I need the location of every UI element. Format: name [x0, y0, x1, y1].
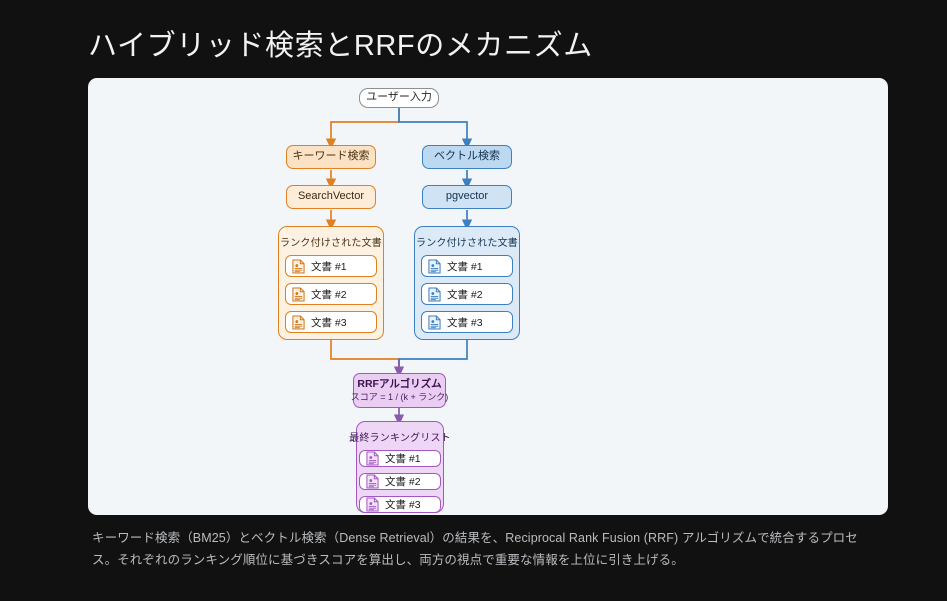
- document-icon: [428, 258, 441, 274]
- list-item[interactable]: 文書 #3: [421, 311, 513, 333]
- list-item-label: 文書 #1: [385, 453, 421, 465]
- list-item[interactable]: 文書 #3: [359, 496, 441, 513]
- list-item[interactable]: 文書 #2: [359, 473, 441, 490]
- document-icon: [366, 451, 379, 466]
- document-icon: [292, 314, 305, 330]
- node-pgvector-label: pgvector: [445, 190, 489, 203]
- node-vector-search-label: ベクトル検索: [434, 150, 500, 163]
- node-vector-search[interactable]: ベクトル検索: [422, 145, 512, 169]
- list-item-label: 文書 #2: [385, 476, 421, 488]
- list-item-label: 文書 #3: [447, 316, 483, 329]
- list-item[interactable]: 文書 #1: [421, 255, 513, 277]
- list-item-label: 文書 #1: [311, 260, 347, 273]
- document-icon: [366, 474, 379, 489]
- diagram-card: ユーザー入力 キーワード検索 SearchVector ランク付けされた文書 文…: [88, 78, 888, 515]
- group-vector-results: ランク付けされた文書 文書 #1 文書 #2: [414, 226, 520, 340]
- document-icon: [292, 258, 305, 274]
- group-keyword-results-title: ランク付けされた文書: [280, 238, 382, 249]
- node-keyword-search[interactable]: キーワード検索: [286, 145, 376, 169]
- diagram-caption: キーワード検索（BM25）とベクトル検索（Dense Retrieval）の結果…: [92, 531, 858, 567]
- document-icon: [366, 497, 379, 512]
- node-rrf-formula: スコア = 1 / (k + ランク): [350, 391, 449, 402]
- diagram-connectors: [325, 107, 473, 426]
- list-item-label: 文書 #3: [385, 499, 421, 511]
- node-searchvector[interactable]: SearchVector: [286, 185, 376, 209]
- document-icon: [292, 286, 305, 302]
- group-vector-results-title: ランク付けされた文書: [416, 238, 518, 249]
- list-item-label: 文書 #1: [447, 260, 483, 273]
- node-searchvector-label: SearchVector: [297, 190, 365, 203]
- list-item[interactable]: 文書 #2: [421, 283, 513, 305]
- node-keyword-search-label: キーワード検索: [292, 150, 370, 163]
- list-item-label: 文書 #3: [311, 316, 347, 329]
- list-item[interactable]: 文書 #1: [285, 255, 377, 277]
- node-rrf-algorithm[interactable]: RRFアルゴリズム スコア = 1 / (k + ランク): [350, 373, 449, 408]
- group-final-ranking: 最終ランキングリスト 文書 #1 文書 #2: [349, 421, 451, 513]
- node-pgvector[interactable]: pgvector: [422, 185, 512, 209]
- group-keyword-results: ランク付けされた文書 文書 #1 文書 #2: [278, 226, 384, 340]
- node-rrf-title: RRFアルゴリズム: [357, 377, 442, 390]
- document-icon: [428, 314, 441, 330]
- document-icon: [428, 286, 441, 302]
- list-item-label: 文書 #2: [311, 288, 347, 301]
- group-final-ranking-title: 最終ランキングリスト: [349, 433, 451, 444]
- list-item[interactable]: 文書 #2: [285, 283, 377, 305]
- page-title: ハイブリッド検索とRRFのメカニズム: [88, 30, 593, 62]
- node-user-input-label: ユーザー入力: [366, 91, 432, 104]
- list-item-label: 文書 #2: [447, 288, 483, 301]
- node-user-input[interactable]: ユーザー入力: [359, 88, 439, 108]
- list-item[interactable]: 文書 #1: [359, 450, 441, 467]
- list-item[interactable]: 文書 #3: [285, 311, 377, 333]
